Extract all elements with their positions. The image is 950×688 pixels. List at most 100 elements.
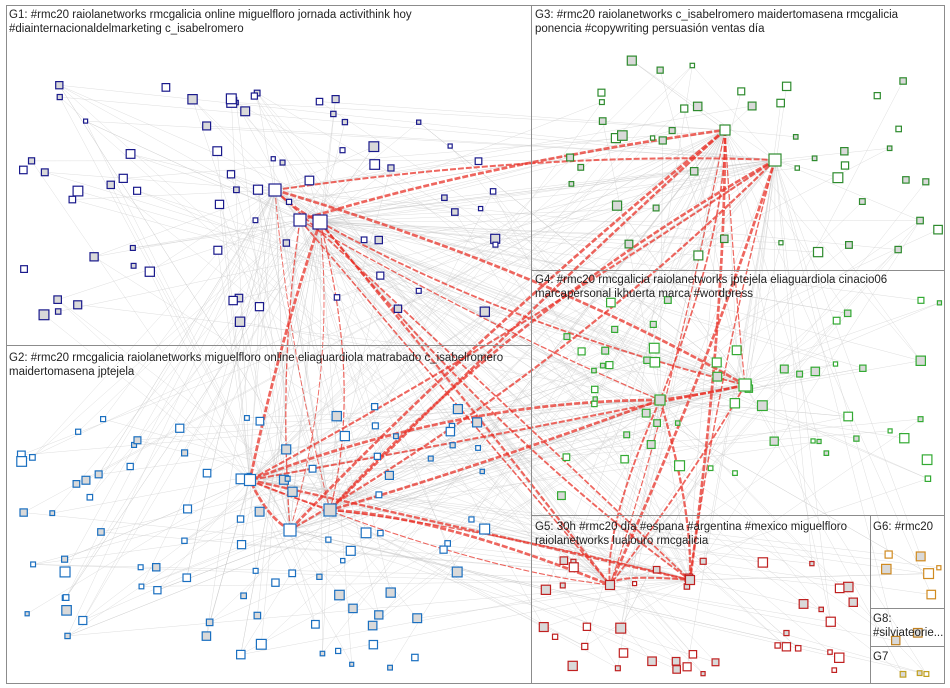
- edge: [274, 189, 367, 533]
- node: [590, 385, 599, 394]
- node: [214, 199, 225, 210]
- edge: [184, 384, 746, 542]
- node: [916, 216, 924, 225]
- node: [234, 316, 246, 328]
- node: [769, 436, 779, 446]
- edge: [82, 221, 321, 621]
- node: [646, 440, 656, 450]
- edge: [100, 531, 691, 581]
- node: [894, 245, 902, 254]
- edge: [378, 399, 661, 616]
- edge: [684, 108, 746, 386]
- node: [373, 452, 381, 460]
- node: [375, 491, 383, 499]
- node: [304, 175, 315, 186]
- node: [778, 240, 784, 246]
- edge: [329, 229, 939, 511]
- node: [858, 198, 866, 205]
- edge: [543, 579, 691, 628]
- node: [719, 124, 731, 136]
- node: [236, 515, 245, 523]
- node: [240, 106, 251, 117]
- node: [917, 296, 925, 304]
- edge: [689, 573, 929, 581]
- edge: [249, 479, 256, 571]
- node: [658, 136, 667, 145]
- node: [427, 455, 434, 462]
- edge: [609, 159, 776, 366]
- node: [933, 224, 943, 235]
- edge: [44, 172, 746, 386]
- edge-strong: [274, 189, 691, 581]
- edge: [659, 399, 905, 439]
- node: [138, 583, 145, 590]
- node: [840, 147, 849, 156]
- edge: [299, 219, 736, 474]
- edge: [609, 584, 677, 662]
- edge: [64, 189, 276, 573]
- node: [917, 416, 924, 423]
- edge: [418, 121, 746, 386]
- edge: [57, 219, 301, 300]
- edge: [249, 479, 929, 574]
- edge-strong: [319, 221, 746, 386]
- node: [832, 172, 844, 184]
- edge: [724, 129, 831, 622]
- node: [240, 592, 248, 600]
- node: [656, 66, 664, 74]
- edge: [609, 384, 746, 586]
- edge: [249, 479, 889, 555]
- edge: [274, 189, 928, 479]
- edge-strong: [658, 399, 692, 581]
- node: [631, 580, 638, 587]
- edge: [319, 221, 596, 400]
- node: [252, 184, 264, 195]
- node: [118, 173, 128, 184]
- group-box-g2: [6, 345, 532, 684]
- edge: [377, 129, 726, 457]
- node: [236, 539, 247, 550]
- node: [843, 411, 854, 422]
- node: [921, 454, 933, 466]
- node: [94, 470, 103, 479]
- edge: [444, 197, 746, 386]
- edge: [319, 221, 694, 655]
- edge: [609, 249, 899, 586]
- node: [348, 603, 358, 614]
- edge: [219, 204, 251, 481]
- node: [451, 208, 459, 216]
- edge: [609, 91, 742, 586]
- edge: [259, 129, 726, 422]
- edge: [744, 320, 837, 386]
- edge: [609, 478, 928, 586]
- edge: [82, 129, 726, 621]
- node: [125, 149, 136, 159]
- edge: [23, 512, 691, 581]
- edge: [352, 129, 726, 609]
- edge: [239, 321, 661, 401]
- edge: [329, 137, 653, 511]
- node: [652, 204, 660, 212]
- edge: [319, 140, 663, 223]
- node: [936, 565, 942, 571]
- edge: [59, 96, 776, 161]
- edge: [659, 220, 921, 401]
- edge-strong: [329, 398, 661, 512]
- node: [253, 611, 262, 620]
- node: [895, 125, 903, 133]
- node: [271, 578, 280, 587]
- edge: [319, 221, 619, 669]
- node: [27, 157, 36, 165]
- node: [129, 244, 136, 252]
- edge: [417, 579, 691, 619]
- node: [368, 639, 379, 650]
- node: [732, 470, 738, 476]
- edge: [132, 159, 776, 249]
- node: [624, 239, 634, 249]
- edge: [774, 147, 890, 161]
- edge: [256, 92, 611, 586]
- edge: [329, 509, 418, 619]
- edge: [319, 207, 657, 223]
- node: [53, 295, 63, 304]
- edge: [274, 105, 753, 191]
